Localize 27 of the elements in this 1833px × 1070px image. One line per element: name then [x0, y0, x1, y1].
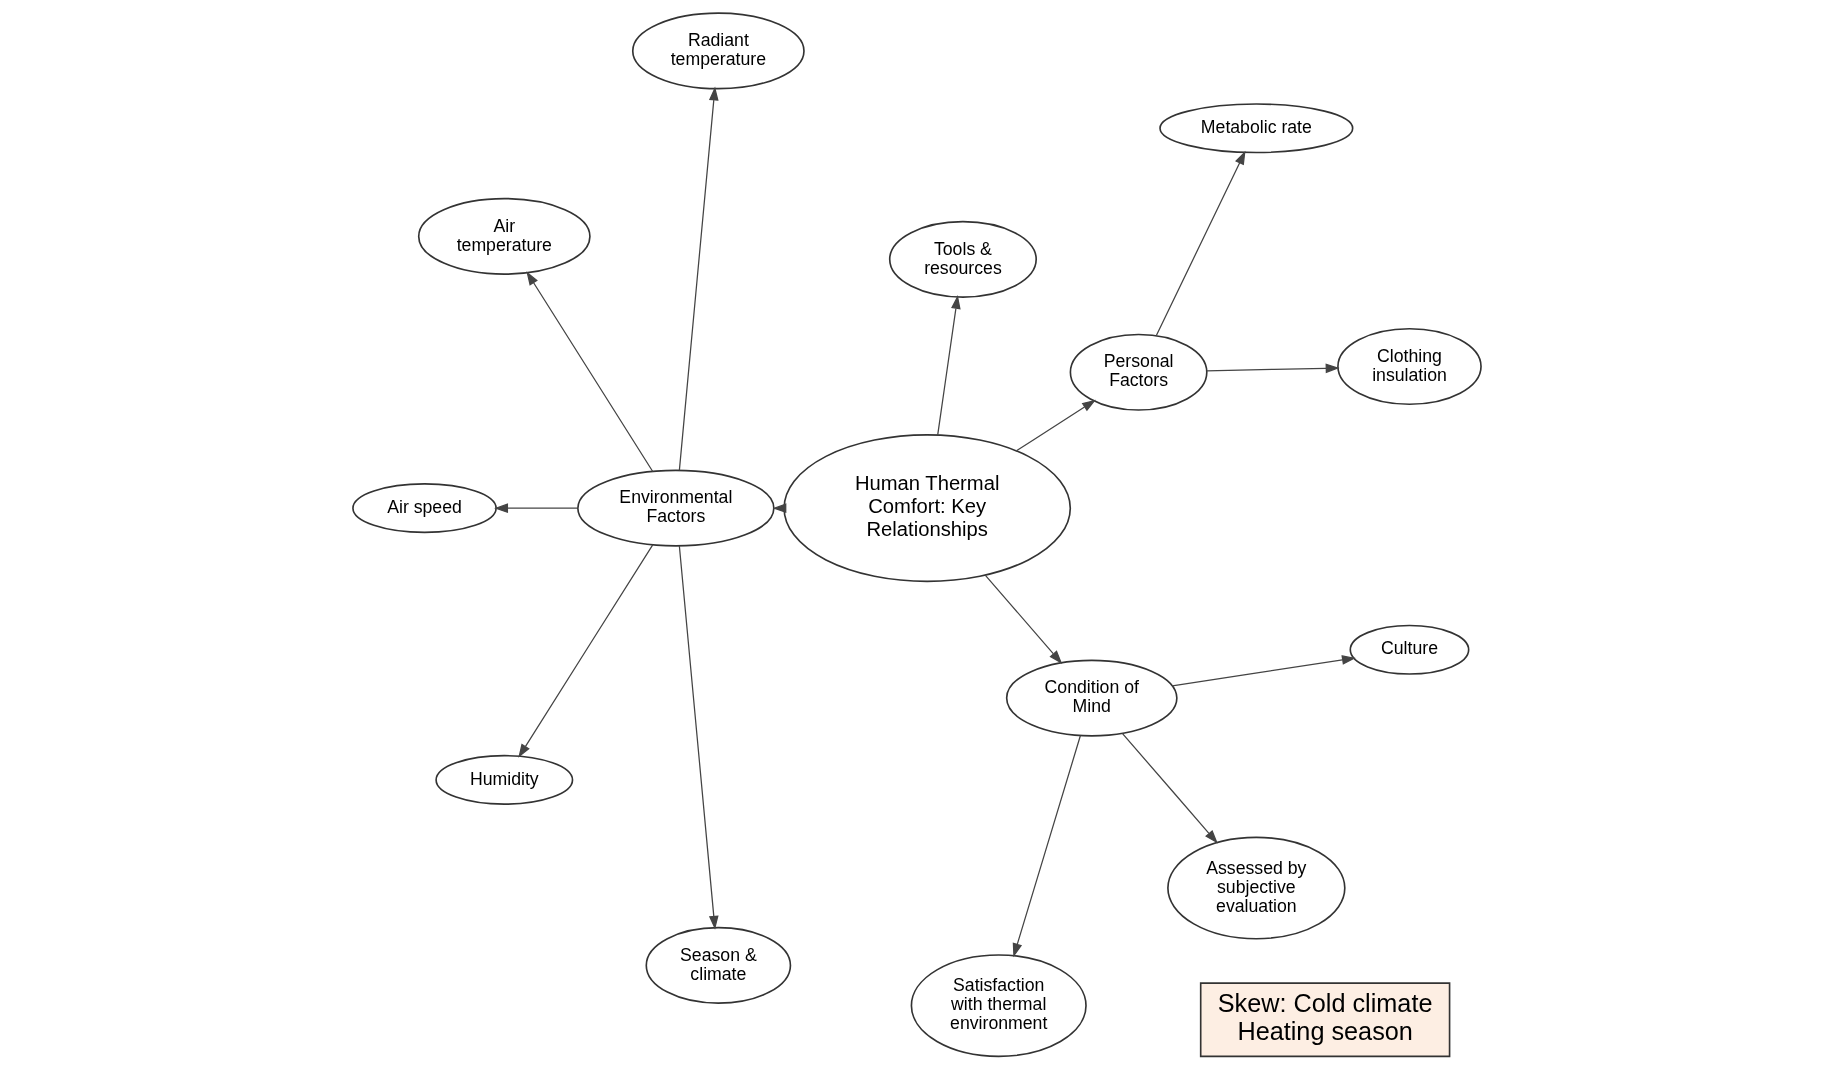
node-ellipse: Environmental Factors	[576, 469, 775, 547]
node-ellipse: Air speed	[351, 483, 497, 534]
node-ellipse: Culture	[1349, 624, 1469, 675]
node-ellipse: Radiant temperature	[631, 12, 805, 90]
arrow	[1015, 399, 1096, 452]
arrow	[984, 574, 1062, 665]
arrow	[493, 503, 578, 513]
arrow	[525, 271, 653, 473]
node-ellipse: Assessed by subjective evaluation	[1166, 836, 1346, 940]
node-ellipse: Metabolic rate	[1158, 103, 1353, 154]
node-ellipse: Satisfaction with thermal environment	[910, 954, 1087, 1058]
arrow	[1205, 363, 1340, 374]
arrow	[1155, 150, 1245, 337]
arrow	[1121, 732, 1218, 844]
node-box: Skew: Cold climate Heating season	[1199, 982, 1450, 1058]
node-ellipse: Air temperature	[417, 197, 591, 275]
node-ellipse: Clothing insulation	[1336, 327, 1482, 406]
arrow	[678, 86, 719, 471]
arrow	[517, 544, 653, 758]
node-ellipse: Season & climate	[644, 926, 791, 1004]
node-ellipse: Humidity	[434, 754, 573, 805]
arrow	[678, 545, 719, 930]
arrow	[936, 295, 961, 436]
arrow	[1171, 655, 1356, 687]
node-ellipse: Tools & resources	[888, 220, 1037, 298]
arrow	[1012, 735, 1081, 958]
node-ellipse: Condition of Mind	[1005, 659, 1178, 737]
